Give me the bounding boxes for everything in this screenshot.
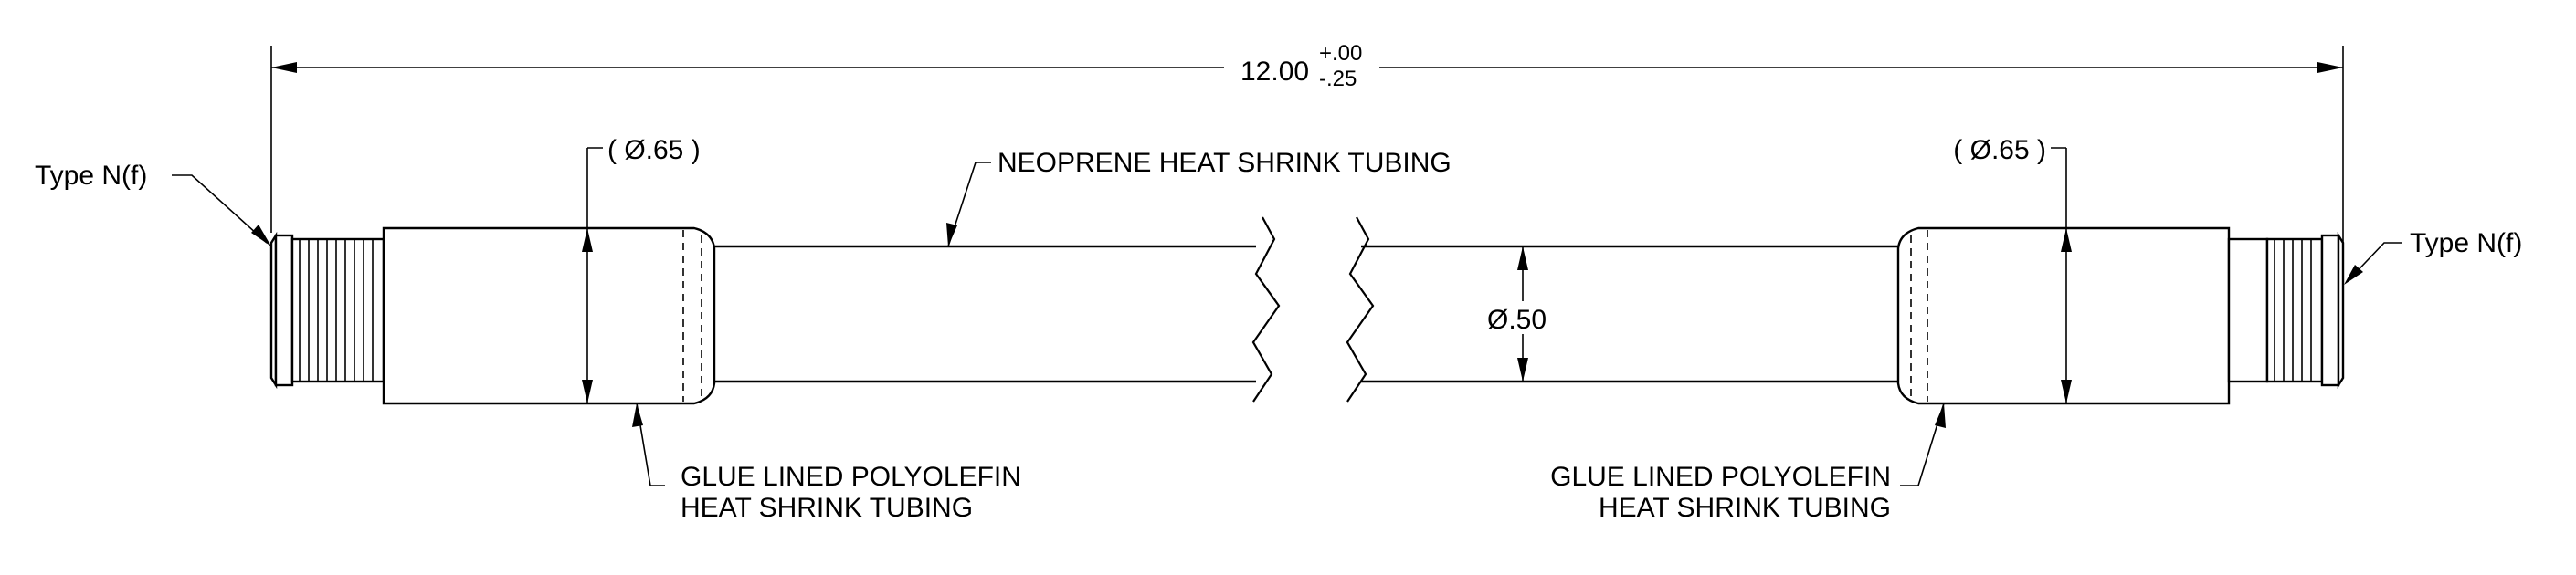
right-connector-callout: Type N(f) xyxy=(2344,228,2522,285)
left-boot-diameter-dimension: ( Ø.65 ) xyxy=(582,135,701,403)
left-glue-arrowhead xyxy=(632,403,643,427)
right-glue-arrowhead xyxy=(1935,403,1946,428)
cable-dim-arrow-top xyxy=(1517,246,1528,270)
overall-length-tol-plus: +.00 xyxy=(1319,41,1362,66)
right-connector-face xyxy=(2337,231,2345,390)
left-connector-leader xyxy=(172,174,268,244)
cable-dim-label-mask xyxy=(1484,301,1561,334)
left-boot-dim-arrow-top xyxy=(582,228,593,252)
right-boot-diameter-label: ( Ø.65 ) xyxy=(1953,135,2046,165)
neoprene-arrowhead xyxy=(946,223,957,246)
arrowhead-left xyxy=(271,62,297,73)
right-glue-label-line1: GLUE LINED POLYOLEFIN xyxy=(1550,462,1891,492)
right-connector-body xyxy=(2265,237,2324,383)
left-connector-flange xyxy=(274,234,294,387)
overall-length-tol-minus: -.25 xyxy=(1319,67,1357,91)
right-connector-flange xyxy=(2320,234,2340,387)
right-connector-label: Type N(f) xyxy=(2410,228,2522,258)
right-glue-callout: GLUE LINED POLYOLEFIN HEAT SHRINK TUBING xyxy=(1550,402,1946,523)
right-break-line xyxy=(1346,216,1375,402)
left-boot-diameter-label: ( Ø.65 ) xyxy=(607,135,701,165)
left-boot-outline xyxy=(382,226,716,405)
left-break-line xyxy=(1251,216,1281,402)
left-connector-label: Type N(f) xyxy=(35,161,147,191)
left-connector-threads xyxy=(299,239,374,382)
left-connector xyxy=(269,231,385,390)
left-glue-callout: GLUE LINED POLYOLEFIN HEAT SHRINK TUBING xyxy=(632,402,1021,523)
overall-length-dimension: 12.00 +.00 -.25 xyxy=(270,41,2344,288)
left-glue-label-line1: GLUE LINED POLYOLEFIN xyxy=(681,462,1021,492)
right-boot xyxy=(1896,226,2231,405)
cable-diameter-label: Ø.50 xyxy=(1487,305,1547,335)
neoprene-callout: NEOPRENE HEAT SHRINK TUBING xyxy=(946,148,1452,247)
right-connector-threads xyxy=(2274,239,2312,382)
right-connector-arrowhead xyxy=(2344,265,2363,285)
right-glue-label-line2: HEAT SHRINK TUBING xyxy=(1599,493,1891,523)
overall-length-value: 12.00 xyxy=(1240,57,1309,87)
left-boot-dim-arrow-bottom xyxy=(582,380,593,403)
neoprene-label: NEOPRENE HEAT SHRINK TUBING xyxy=(998,148,1452,178)
left-connector-arrowhead xyxy=(251,225,271,246)
left-cable-segment xyxy=(714,216,1281,402)
cable-diameter-dimension: Ø.50 xyxy=(1484,246,1561,382)
right-cable-segment xyxy=(1346,216,1900,402)
right-boot-dim-arrow-bottom xyxy=(2061,380,2072,403)
arrowhead-right xyxy=(2317,62,2343,73)
left-connector-body xyxy=(290,237,385,383)
left-glue-leader xyxy=(636,402,665,486)
right-boot-dim-arrow-top xyxy=(2061,228,2072,252)
left-boot xyxy=(382,226,716,405)
left-glue-label-line2: HEAT SHRINK TUBING xyxy=(681,493,973,523)
right-glue-leader xyxy=(1900,402,1945,486)
right-connector xyxy=(2227,231,2345,390)
neoprene-leader xyxy=(947,162,991,247)
left-connector-callout: Type N(f) xyxy=(35,161,271,246)
right-connector-leader xyxy=(2347,242,2402,282)
cable-dim-arrow-bottom xyxy=(1517,358,1528,382)
right-connector-collar xyxy=(2227,237,2269,383)
right-boot-outline xyxy=(1896,226,2231,405)
right-boot-diameter-dimension: ( Ø.65 ) xyxy=(1953,135,2072,403)
